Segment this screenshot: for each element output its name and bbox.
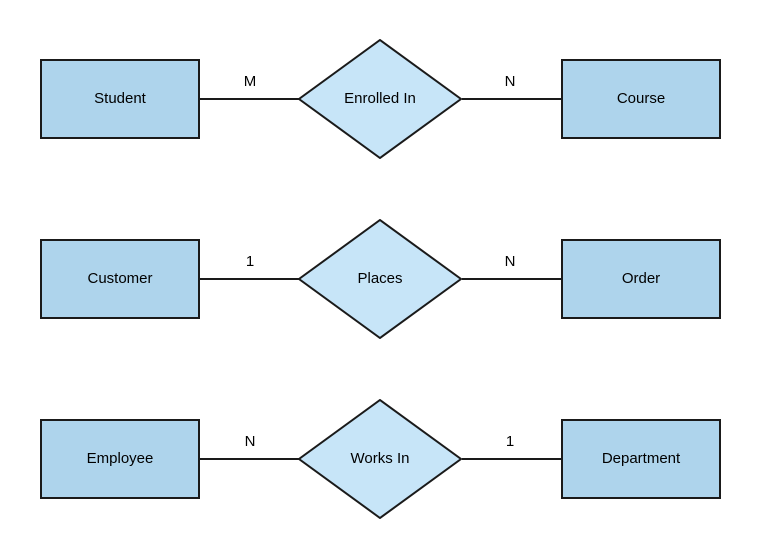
diamond-shape: [298, 39, 462, 159]
connector-line-left: [200, 98, 299, 100]
entity-customer: Customer: [40, 239, 200, 319]
cardinality-label-right: N: [504, 253, 516, 270]
diamond-shape: [298, 219, 462, 339]
entity-student: Student: [40, 59, 200, 139]
connector-line-right: [462, 98, 561, 100]
connector-line-right: [462, 458, 561, 460]
entity-label: Course: [616, 90, 666, 107]
connector-line-left: [200, 458, 299, 460]
entity-course: Course: [561, 59, 721, 139]
connector-line-right: [462, 278, 561, 280]
connector-line-left: [200, 278, 299, 280]
cardinality-label-left: 1: [245, 253, 255, 270]
relationship-label: Enrolled In: [344, 90, 416, 107]
cardinality-label-left: N: [244, 433, 256, 450]
entity-label: Customer: [87, 270, 153, 287]
diamond-shape: [298, 399, 462, 519]
entity-department: Department: [561, 419, 721, 499]
relationship-label: Places: [357, 270, 403, 287]
relationship-enrolled-in: Enrolled In: [298, 39, 462, 159]
entity-label: Order: [621, 270, 661, 287]
er-row-customer-order: Customer 1 Places N Order: [0, 219, 761, 339]
entity-label: Department: [601, 450, 681, 467]
cardinality-label-left: M: [243, 73, 257, 90]
entity-order: Order: [561, 239, 721, 319]
relationship-label: Works In: [350, 450, 410, 467]
er-row-student-course: Student M Enrolled In N Course: [0, 39, 761, 159]
cardinality-label-right: 1: [505, 433, 515, 450]
entity-label: Student: [94, 90, 146, 107]
cardinality-label-right: N: [504, 73, 516, 90]
relationship-places: Places: [298, 219, 462, 339]
entity-label: Employee: [86, 450, 154, 467]
entity-employee: Employee: [40, 419, 200, 499]
relationship-works-in: Works In: [298, 399, 462, 519]
er-row-employee-department: Employee N Works In 1 Department: [0, 399, 761, 519]
